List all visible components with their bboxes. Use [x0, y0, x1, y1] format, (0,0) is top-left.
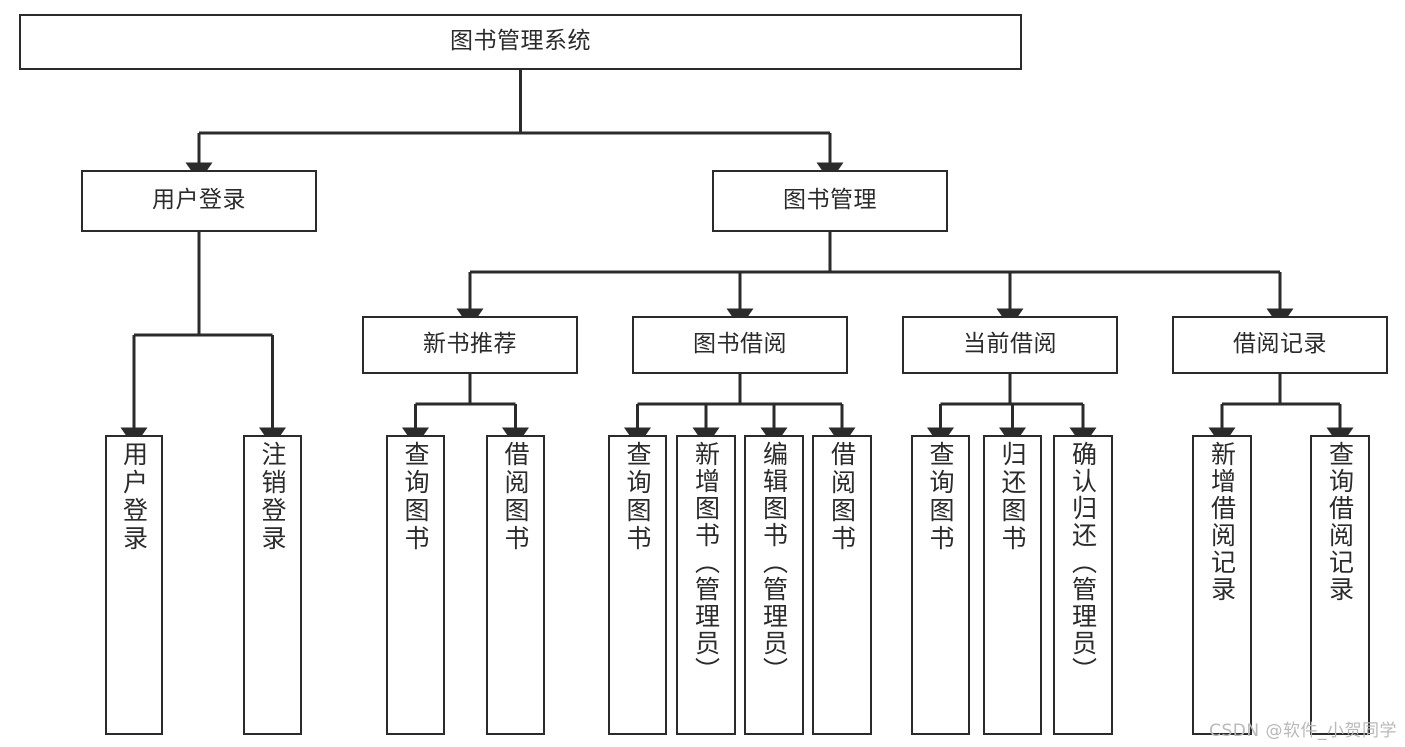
leaf-logout-label: 注销登录 [258, 441, 287, 553]
leaf-return-book-label: 归还图书 [998, 441, 1027, 553]
node-book-management-label: 图书管理 [783, 187, 877, 214]
node-book-borrow[interactable]: 图书借阅 [632, 316, 848, 374]
leaf-confirm-return-admin-label: 确认归还（管理员） [1068, 441, 1098, 684]
node-user-login-label: 用户登录 [152, 187, 246, 214]
node-current-borrow-label: 当前借阅 [963, 331, 1057, 358]
leaf-logout[interactable]: 注销登录 [243, 435, 302, 735]
node-root[interactable]: 图书管理系统 [19, 14, 1022, 70]
leaf-add-book-admin[interactable]: 新增图书（管理员） [676, 435, 736, 735]
leaf-edit-book-admin-label: 编辑图书（管理员） [759, 441, 789, 684]
leaf-add-borrow-record[interactable]: 新增借阅记录 [1192, 435, 1252, 735]
leaf-add-borrow-record-label: 新增借阅记录 [1207, 441, 1237, 603]
leaf-return-book[interactable]: 归还图书 [983, 435, 1042, 735]
leaf-query-book-recommend-label: 查询图书 [401, 441, 430, 553]
leaf-borrow-book-label: 借阅图书 [827, 441, 857, 553]
leaf-query-book[interactable]: 查询图书 [608, 435, 667, 735]
leaf-add-book-admin-label: 新增图书（管理员） [691, 441, 721, 684]
leaf-query-book-current-label: 查询图书 [926, 441, 955, 553]
node-borrow-record-label: 借阅记录 [1233, 331, 1327, 358]
leaf-query-book-label: 查询图书 [623, 441, 652, 553]
leaf-edit-book-admin[interactable]: 编辑图书（管理员） [744, 435, 804, 735]
leaf-confirm-return-admin[interactable]: 确认归还（管理员） [1053, 435, 1113, 735]
node-root-label: 图书管理系统 [450, 28, 591, 55]
node-borrow-record[interactable]: 借阅记录 [1172, 316, 1388, 374]
leaf-query-book-recommend[interactable]: 查询图书 [386, 435, 445, 735]
leaf-borrow-book[interactable]: 借阅图书 [812, 435, 872, 735]
node-user-login[interactable]: 用户登录 [81, 170, 317, 232]
leaf-borrow-book-recommend[interactable]: 借阅图书 [486, 435, 545, 735]
leaf-user-login[interactable]: 用户登录 [105, 435, 163, 735]
leaf-query-borrow-record-label: 查询借阅记录 [1325, 441, 1355, 603]
watermark: CSDN @软件_小贺同学 [1209, 721, 1397, 741]
node-new-book-recommend[interactable]: 新书推荐 [362, 316, 578, 374]
leaf-query-book-current[interactable]: 查询图书 [911, 435, 970, 735]
node-new-book-recommend-label: 新书推荐 [423, 331, 517, 358]
node-book-management[interactable]: 图书管理 [712, 170, 948, 232]
leaf-query-borrow-record[interactable]: 查询借阅记录 [1310, 435, 1370, 735]
leaf-borrow-book-recommend-label: 借阅图书 [501, 441, 530, 553]
node-book-borrow-label: 图书借阅 [693, 331, 787, 358]
node-current-borrow[interactable]: 当前借阅 [902, 316, 1118, 374]
leaf-user-login-label: 用户登录 [119, 441, 149, 553]
